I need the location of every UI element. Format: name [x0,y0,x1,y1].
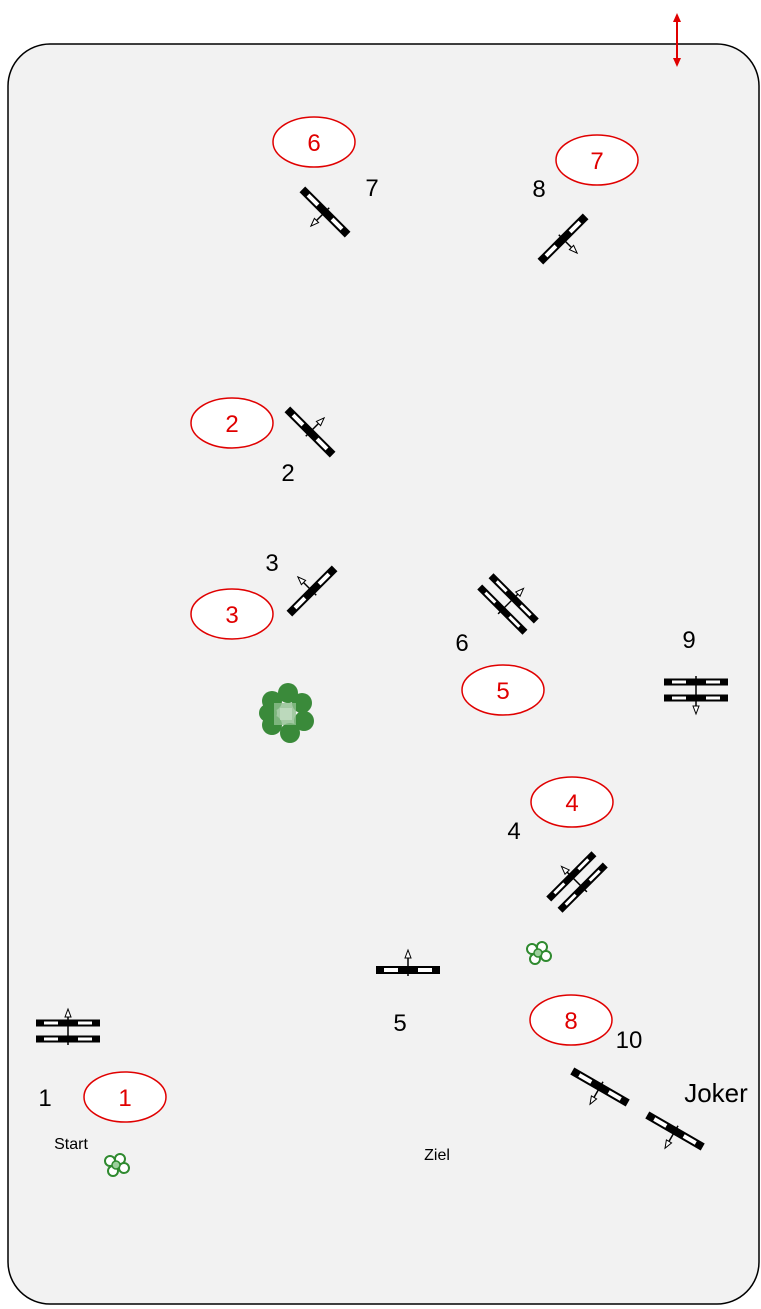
svg-text:2: 2 [225,411,238,438]
svg-text:4: 4 [565,790,578,817]
svg-text:5: 5 [496,678,509,705]
obstacle-number-9: 9 [682,627,695,654]
obstacle-number-8: 8 [532,176,545,203]
svg-text:3: 3 [225,602,238,629]
circle-marker-6: 6 [273,117,355,167]
start-label: Start [54,1136,88,1153]
svg-text:6: 6 [307,130,320,157]
double-arrow-icon [673,13,681,67]
joker-label: Joker [684,1078,748,1108]
obstacle-number-1: 1 [38,1085,51,1112]
bush-icon [527,942,551,964]
obstacle-number-5: 5 [393,1010,406,1037]
obstacle-number-3: 3 [265,550,278,577]
bush-icon [105,1154,129,1176]
circle-marker-2: 2 [191,398,273,448]
circle-marker-5: 5 [462,665,544,715]
circle-marker-1: 1 [84,1072,166,1122]
obstacle-number-7: 7 [365,175,378,202]
svg-text:7: 7 [590,148,603,175]
svg-text:1: 1 [118,1085,131,1112]
ziel-label: Ziel [424,1147,450,1164]
obstacle-number-6: 6 [455,630,468,657]
svg-text:8: 8 [564,1008,577,1035]
obstacle-number-10: 10 [616,1027,643,1054]
circle-marker-3: 3 [191,589,273,639]
circle-marker-7: 7 [556,135,638,185]
circle-marker-4: 4 [531,777,613,827]
circle-marker-8: 8 [530,995,612,1045]
obstacle-number-2: 2 [281,460,294,487]
obstacle-number-4: 4 [507,818,520,845]
